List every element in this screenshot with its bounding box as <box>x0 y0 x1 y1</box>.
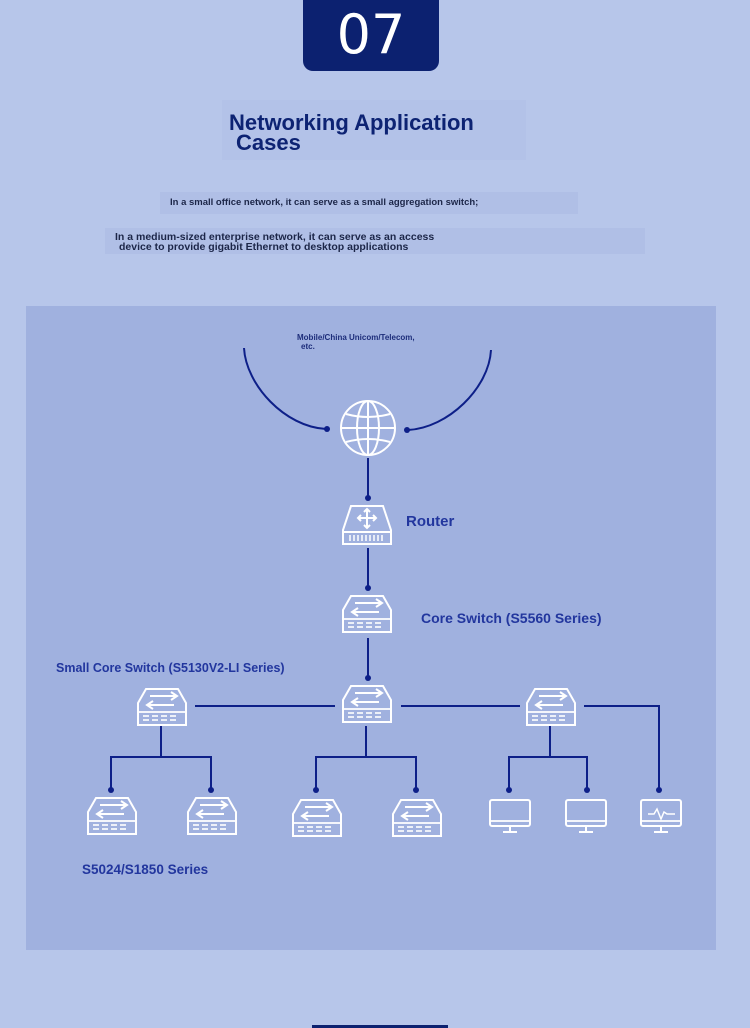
section-number-badge: 07 <box>303 0 439 71</box>
waveform-monitor-icon <box>640 799 682 833</box>
page-title: Networking Application Cases <box>229 110 474 155</box>
network-diagram-panel <box>26 306 716 950</box>
intro-line-1: In a small office network, it can serve … <box>170 197 479 208</box>
monitor-1-icon <box>489 799 531 833</box>
globe-icon <box>340 400 396 456</box>
access-switch-2-icon <box>187 797 237 835</box>
intro-line-2: In a medium-sized enterprise network, it… <box>115 231 435 253</box>
access-switch-1-icon <box>87 797 137 835</box>
small-core-switch-right-icon <box>526 688 576 726</box>
router-icon <box>342 505 392 545</box>
title-background <box>222 100 526 160</box>
access-switch-label: S5024/S1850 Series <box>82 862 209 877</box>
intro-line-1-background <box>160 192 578 214</box>
small-core-switch-left-icon <box>137 688 187 726</box>
monitor-2-icon <box>565 799 607 833</box>
core-switch-icon <box>342 595 392 633</box>
bottom-accent-bar <box>312 1025 448 1028</box>
isp-label-line-1: Mobile/China Unicom/Telecom, <box>297 333 415 342</box>
router-label: Router <box>406 513 455 530</box>
access-switch-3-icon <box>292 799 342 837</box>
access-switch-4-icon <box>392 799 442 837</box>
intro-line-2b: device to provide gigabit Ethernet to de… <box>119 241 409 253</box>
isp-label-line-2: etc. <box>301 342 315 351</box>
intro-line-2-background <box>105 228 645 254</box>
small-core-switch-label: Small Core Switch (S5130V2-LI Series) <box>56 661 285 675</box>
small-core-switch-center-icon <box>342 685 392 723</box>
title-line-1: Networking Application <box>229 110 474 135</box>
title-line-2: Cases <box>236 130 301 155</box>
isp-label: Mobile/China Unicom/Telecom, etc. <box>297 333 415 351</box>
core-switch-label: Core Switch (S5560 Series) <box>421 610 602 626</box>
intro-line-2a: In a medium-sized enterprise network, it… <box>115 231 435 243</box>
